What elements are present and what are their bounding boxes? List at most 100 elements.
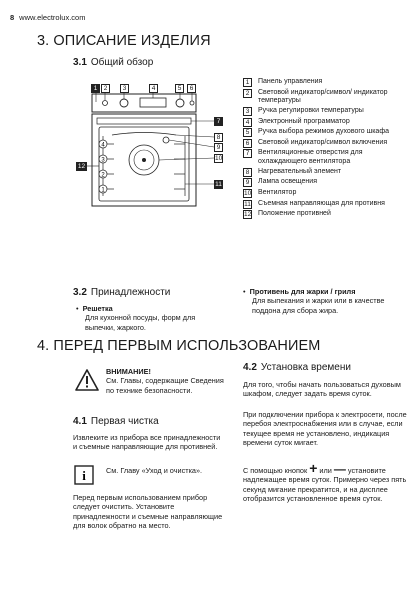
- shelf-level-1: 1: [101, 187, 105, 193]
- legend-text: Световой индикатор/символ включения: [258, 138, 388, 146]
- info-icon: i: [74, 465, 94, 485]
- legend-item: 7 Вентиляционные отверстия для охлаждающе…: [243, 149, 413, 166]
- legend-text: Нагревательный элемент: [258, 167, 342, 175]
- plus-icon: +: [309, 460, 318, 476]
- legend-item: 8 Нагревательный элемент: [243, 167, 413, 177]
- callout-7: 7: [214, 117, 223, 126]
- accessory-name: Решетка: [82, 304, 113, 313]
- section-3-title: 3. ОПИСАНИЕ ИЗДЕЛИЯ: [37, 33, 211, 49]
- time-paragraph-3: С помощью кнопок + или — установите надл…: [243, 461, 411, 504]
- site-url: www.electrolux.com: [19, 13, 86, 22]
- legend-item: 2 Световой индикатор/символ/ индикатор те…: [243, 88, 413, 106]
- minus-icon: —: [333, 462, 346, 476]
- callout-6: 6: [187, 84, 196, 93]
- callout-5: 5: [175, 84, 184, 93]
- text-segment: установите надлежащее время суток. Приме…: [243, 466, 407, 504]
- accessory-description: Для выпекания и жарки или в качестве под…: [252, 296, 385, 315]
- legend-number: 9: [243, 178, 252, 188]
- legend-number: 1: [243, 78, 252, 87]
- legend-number: 10: [243, 188, 252, 198]
- oven-cavity: [98, 126, 190, 202]
- legend-number: 7: [243, 149, 252, 159]
- function-knob: [175, 98, 185, 108]
- legend-number: 2: [243, 88, 252, 98]
- fan-hub: [142, 158, 146, 162]
- shelf-level-2: 2: [101, 172, 105, 178]
- subsection-3-1-text: Общий обзор: [90, 57, 154, 68]
- legend-item: 11 Съемная направляющая для противня: [243, 199, 413, 209]
- legend-text: Ручка выбора режимов духового шкафа: [258, 128, 389, 136]
- text-segment: С помощью кнопок: [243, 466, 308, 475]
- legend-item: 5 Ручка выбора режимов духового шкафа: [243, 128, 413, 138]
- legend-number: 3: [243, 107, 252, 116]
- time-paragraph-1: Для того, чтобы начать пользоваться духо…: [243, 380, 401, 399]
- subsection-3-2-number: 3.2: [73, 287, 87, 298]
- heating-element: [111, 132, 177, 136]
- warning-text: См. Главы, содержащие Сведения по техник…: [106, 376, 224, 395]
- section-4-title: 4. ПЕРЕД ПЕРВЫМ ИСПОЛЬЗОВАНИЕМ: [37, 338, 321, 354]
- temperature-indicator-light: [102, 100, 108, 106]
- legend-text: Ручка регулировки температуры: [258, 107, 364, 114]
- legend-number: 4: [243, 117, 252, 127]
- legend-item: 9 Лампа освещения: [243, 178, 413, 188]
- legend-item: 1 Панель управления: [243, 78, 413, 87]
- page-header: 8 www.electrolux.com: [10, 13, 85, 22]
- accessory-name: Противень для жарки / гриля: [249, 287, 356, 296]
- subsection-4-2-number: 4.2: [243, 362, 257, 373]
- accessory-rack: • Решетка Для кухонной посуды, форм для …: [76, 304, 226, 332]
- legend-item: 3 Ручка регулировки температуры: [243, 107, 413, 116]
- legend-number: 11: [243, 199, 252, 209]
- temperature-knob: [119, 98, 129, 108]
- shelf-level-markers: [98, 139, 108, 194]
- subsection-4-1-number: 4.1: [73, 416, 87, 427]
- legend-text: Световой индикатор/символ/ индикатор тем…: [258, 88, 388, 104]
- legend-item: 6 Световой индикатор/символ включения: [243, 138, 413, 148]
- warning-title: ВНИМАНИЕ!: [106, 367, 151, 376]
- lamp: [162, 136, 170, 144]
- subsection-4-1-text: Первая чистка: [90, 416, 159, 427]
- accessory-tray: • Противень для жарки / гриля Для выпека…: [243, 287, 415, 315]
- callout-9: 9: [214, 143, 223, 152]
- right-leader-lines: [87, 120, 215, 185]
- warning-block: ВНИМАНИЕ! См. Главы, содержащие Сведения…: [106, 367, 226, 395]
- oven-diagram: 4 3 2 1: [87, 93, 215, 207]
- legend-text: Съемная направляющая для противня: [258, 199, 385, 207]
- callout-8: 8: [214, 133, 223, 142]
- callout-4: 4: [149, 84, 158, 93]
- electronic-programmer: [139, 97, 167, 108]
- subsection-4-2-text: Установка времени: [260, 362, 351, 373]
- callout-10: 10: [214, 154, 223, 163]
- legend-number: 6: [243, 138, 252, 148]
- accessory-description: Для кухонной посуды, форм для выпечки, ж…: [85, 313, 196, 332]
- first-cleaning-paragraph-1: Извлеките из прибора все принадлежности …: [73, 433, 221, 452]
- subsection-3-1-number: 3.1: [73, 57, 87, 68]
- legend-number: 8: [243, 167, 252, 177]
- info-text: См. Главу «Уход и очистка».: [106, 466, 203, 475]
- legend-number: 12: [243, 210, 252, 220]
- subsection-3-2-text: Принадлежности: [90, 287, 171, 298]
- legend-text: Электронный программатор: [258, 117, 350, 125]
- callout-1: 1: [91, 84, 100, 93]
- callout-2: 2: [101, 84, 110, 93]
- legend-text: Вентилятор: [258, 188, 297, 196]
- time-paragraph-2: При подключении прибора к электросети, п…: [243, 410, 407, 448]
- bullet: •: [243, 287, 246, 296]
- page-number: 8: [10, 13, 15, 22]
- shelf-level-3: 3: [101, 157, 105, 163]
- legend-text: Лампа освещения: [258, 178, 317, 186]
- callout-3: 3: [120, 84, 129, 93]
- info-glyph: i: [82, 468, 86, 483]
- warning-icon: [75, 369, 99, 391]
- ventilation-openings: [96, 117, 192, 125]
- legend-item: 4 Электронный программатор: [243, 117, 413, 127]
- legend-number: 5: [243, 128, 252, 138]
- legend-text: Вентиляционные отверстия для охлаждающег…: [258, 149, 363, 165]
- legend-text: Панель управления: [258, 78, 323, 85]
- legend-item: 10 Вентилятор: [243, 188, 413, 198]
- first-cleaning-paragraph-2: Перед первым использованием прибор следу…: [73, 493, 223, 531]
